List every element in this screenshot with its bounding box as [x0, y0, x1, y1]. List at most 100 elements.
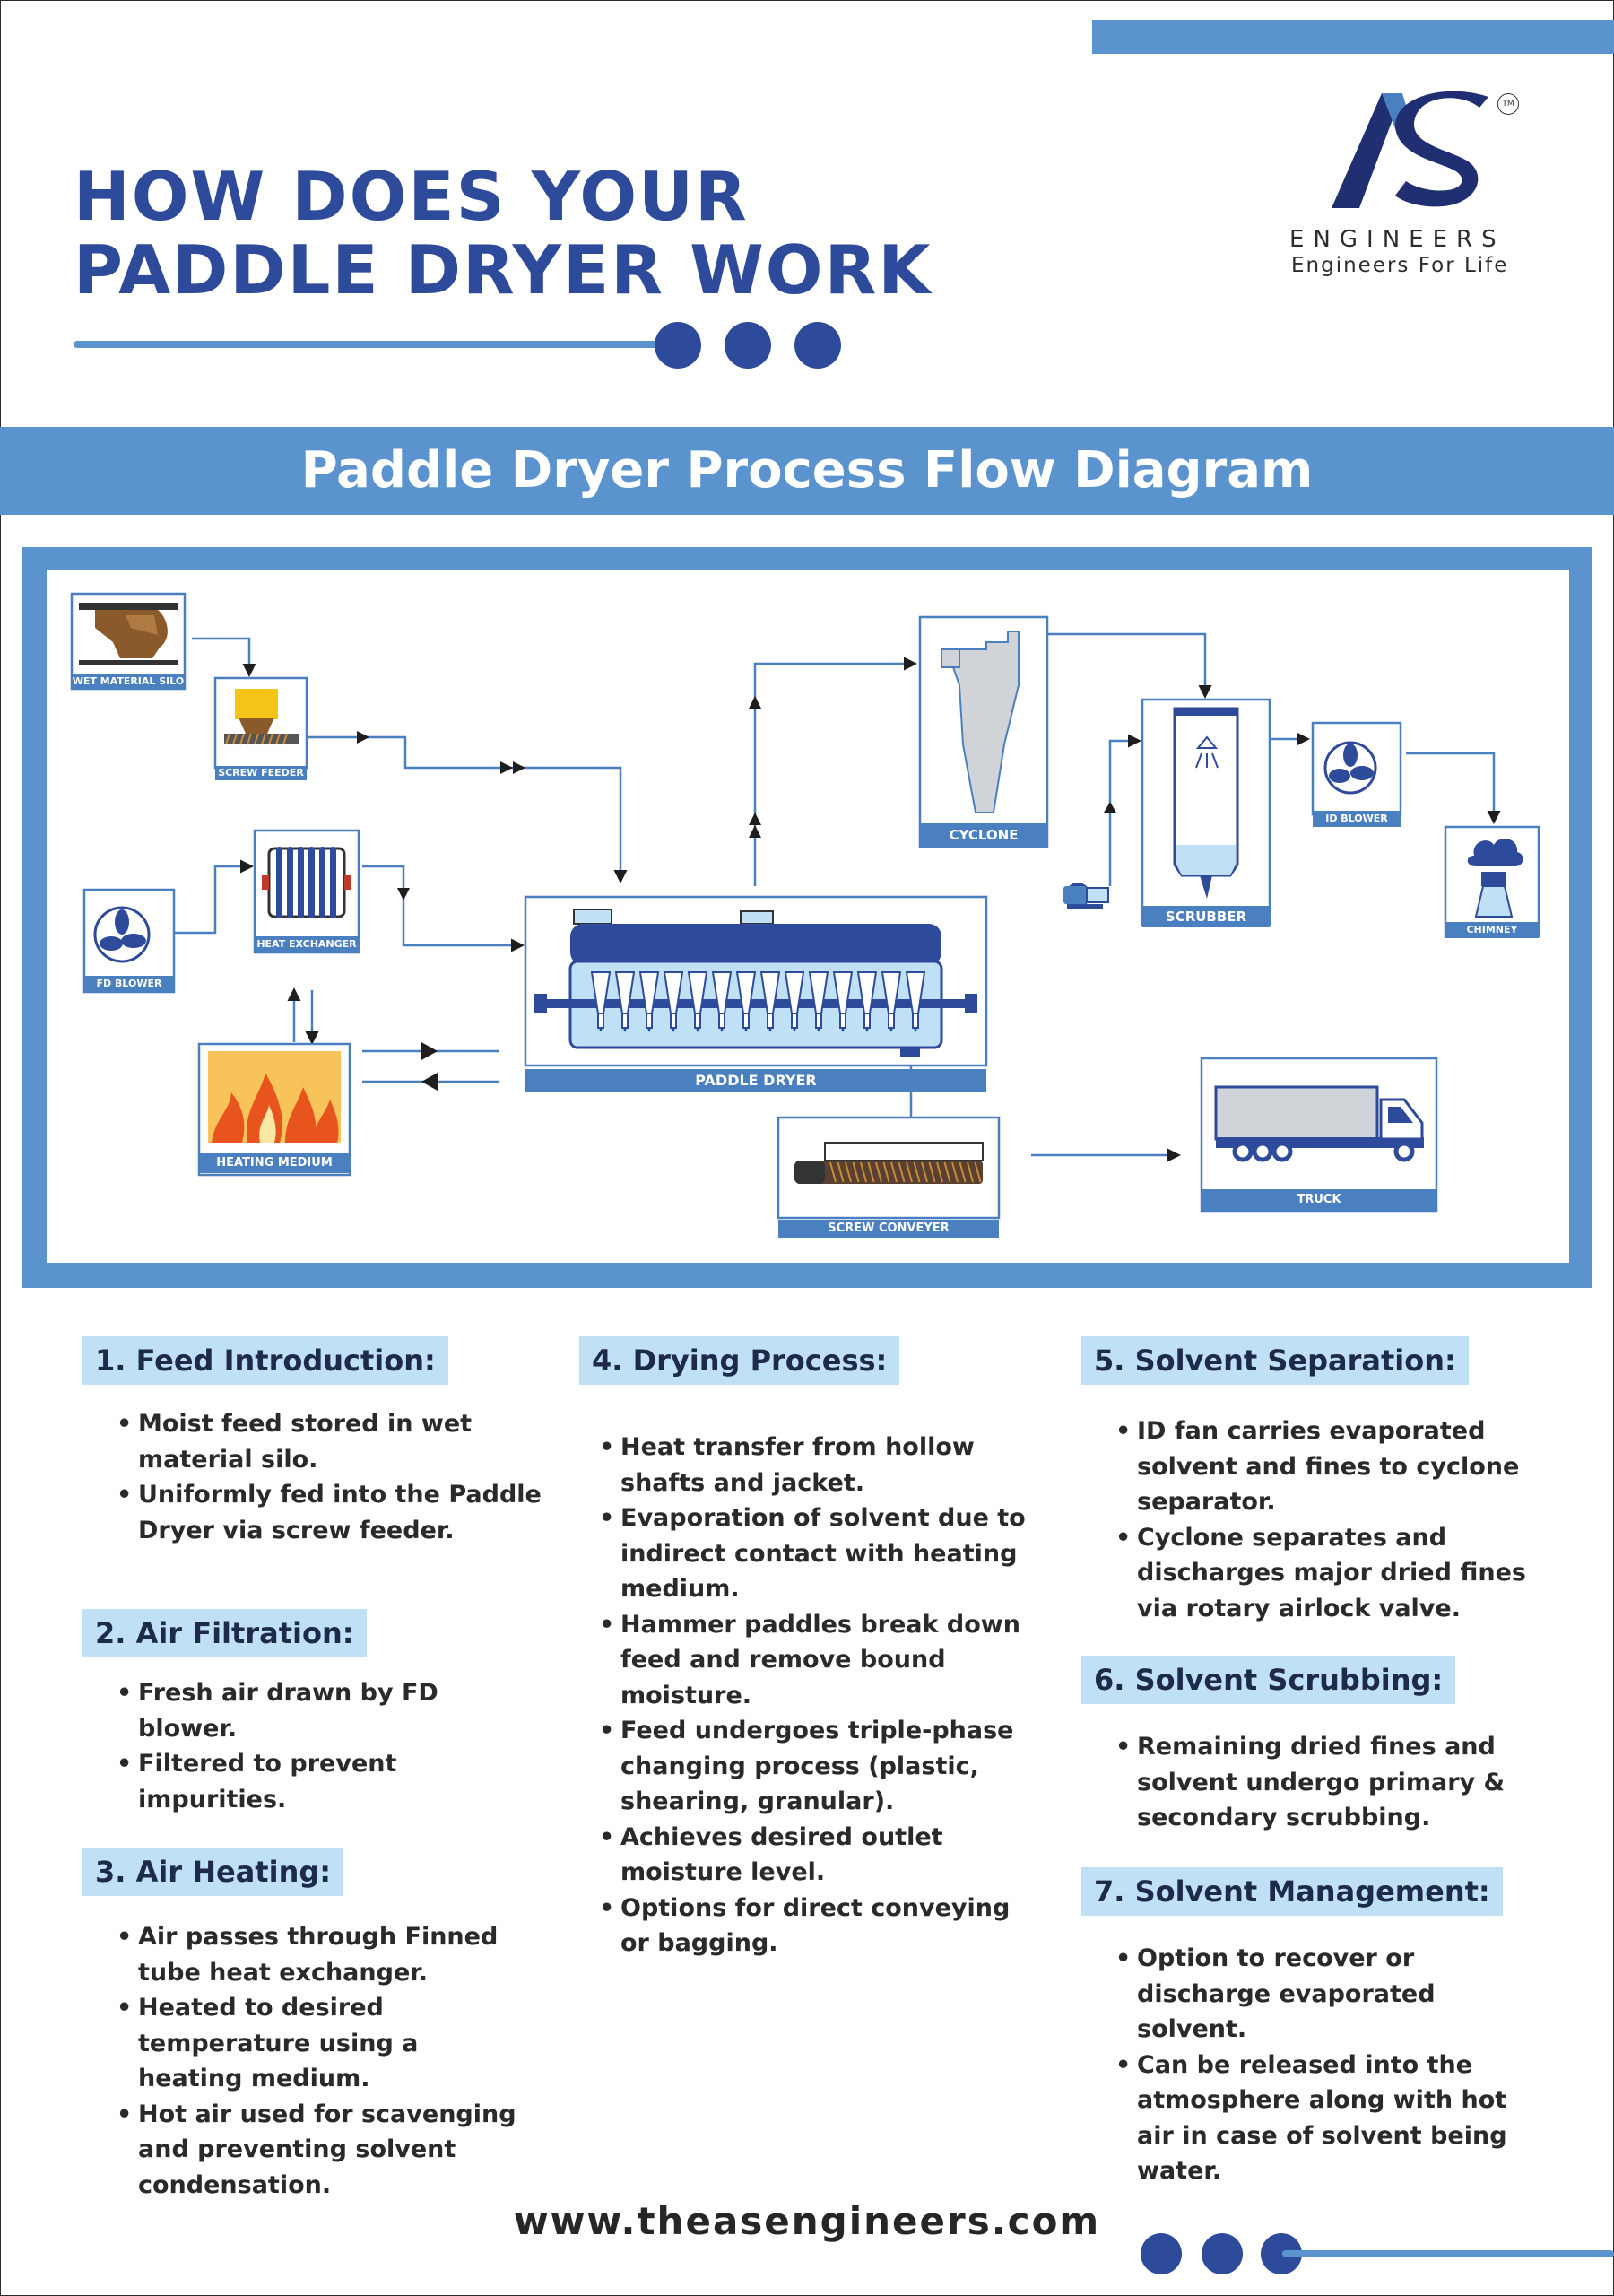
- pump-body: [1063, 886, 1087, 904]
- label-scrubber: SCRUBBER: [1142, 906, 1270, 927]
- dryer-paddle: [905, 971, 926, 1032]
- fd-blower: [82, 888, 176, 994]
- conveyer-thread: [943, 1161, 951, 1183]
- website-url[interactable]: www.theasengineers.com: [513, 2199, 1101, 2243]
- double-arrowhead: [749, 813, 761, 838]
- step-solvent-separation: 5. Solvent Separation: ID fan carries ev…: [1081, 1336, 1584, 1626]
- truck-trailer: [1214, 1085, 1379, 1141]
- screw-conveyer: [777, 1116, 1001, 1220]
- step-title: 3. Air Heating:: [82, 1848, 344, 1896]
- label-heating-medium: HEATING MEDIUM: [199, 1153, 350, 1173]
- step-drying-process: 4. Drying Process: Heat transfer from ho…: [579, 1336, 1046, 1961]
- step-feed-introduction: 1. Feed Introduction: Moist feed stored …: [82, 1336, 549, 1548]
- step-bullet: Fresh air drawn by FD blower.: [115, 1675, 443, 1746]
- dryer-paddle-stem: [839, 1013, 846, 1029]
- dryer-paddle-stem: [597, 1013, 604, 1029]
- dryer-discharge: [900, 1048, 920, 1057]
- step-bullet: Filtered to prevent impurities.: [115, 1746, 443, 1817]
- step-bullet: Evaporation of solvent due to indirect c…: [597, 1500, 1028, 1607]
- step-title: 6. Solvent Scrubbing:: [1081, 1656, 1456, 1704]
- title-underline: [74, 341, 665, 348]
- scrubber-liquid: [1176, 845, 1236, 875]
- scrubber-top-band: [1175, 709, 1237, 716]
- dryer-paddle: [638, 971, 660, 1032]
- step-bullet: Heated to desired temperature using a he…: [115, 1990, 527, 2097]
- dryer-paddle-stem: [815, 1013, 822, 1029]
- pump-base: [1067, 904, 1103, 909]
- step-solvent-management: 7. Solvent Management: Option to recover…: [1081, 1867, 1584, 2189]
- trademark-symbol: TM: [1497, 93, 1519, 115]
- dryer-paddle-stem: [791, 1013, 798, 1029]
- step-title: 7. Solvent Management:: [1081, 1867, 1503, 1916]
- truck-wheels: [1232, 1141, 1415, 1162]
- arrowhead: [1104, 802, 1116, 813]
- flame-core: [259, 1105, 276, 1143]
- conveyer-thread: [967, 1161, 974, 1183]
- dryer-paddle: [832, 971, 854, 1032]
- dryer-shaft-end-right: [965, 994, 977, 1013]
- conveyer-thread: [974, 1161, 982, 1183]
- dryer-paddle: [881, 971, 902, 1032]
- step-bullets: Remaining dried fines and solvent underg…: [1114, 1729, 1508, 1836]
- conveyer-thread: [936, 1161, 943, 1183]
- dryer-shaft: [543, 999, 968, 1008]
- conveyer-thread: [951, 1161, 959, 1183]
- dryer-paddles: [590, 971, 926, 1032]
- cyclone-inlet: [941, 648, 960, 668]
- conveyer-thread: [882, 1161, 890, 1183]
- conveyer-thread: [913, 1161, 921, 1183]
- decorative-dot: [1141, 2233, 1182, 2274]
- conveyer-thread: [845, 1161, 852, 1183]
- conveyer-motor: [794, 1161, 825, 1184]
- as-engineers-logo: [1332, 91, 1488, 208]
- exchanger-outlet: [344, 875, 351, 890]
- label-fd-blower: FD BLOWER: [84, 976, 174, 992]
- section-band: [0, 427, 1614, 515]
- paddle-dryer: [524, 895, 988, 1067]
- step-air-heating: 3. Air Heating: Air passes through Finne…: [82, 1848, 549, 2203]
- dryer-paddle: [784, 971, 805, 1032]
- step-bullet: Air passes through Finned tube heat exch…: [115, 1919, 527, 1990]
- step-bullet: Hot air used for scavenging and preventi…: [115, 2097, 527, 2204]
- logo-brand-text: ENGINEERS: [1289, 226, 1506, 253]
- page-title: HOW DOES YOUR PADDLE DRYER WORK: [74, 160, 932, 307]
- scrubber-spray-nozzle: [1195, 735, 1219, 749]
- step-bullet: Moist feed stored in wet material silo.: [115, 1406, 549, 1477]
- cyclone-to-scrubber-line: [1047, 632, 1212, 699]
- conveyer-thread: [837, 1161, 845, 1183]
- dryer-paddle: [663, 971, 684, 1032]
- scrubber-spray: [1195, 752, 1219, 769]
- dryer-paddle: [711, 971, 733, 1032]
- dryer-paddle: [759, 971, 781, 1032]
- screw-feeder: [213, 676, 308, 770]
- cyclone: [918, 615, 1049, 848]
- step-solvent-scrubbing: 6. Solvent Scrubbing: Remaining dried fi…: [1081, 1656, 1584, 1836]
- arrowhead: [749, 696, 761, 709]
- conveyer-thread: [890, 1161, 898, 1183]
- label-paddle-dryer: PADDLE DRYER: [525, 1069, 986, 1092]
- step-bullet: Hammer paddles break down feed and remov…: [597, 1607, 1028, 1714]
- label-heat-exchanger: HEAT EXCHANGER: [255, 936, 359, 952]
- step-title: 5. Solvent Separation:: [1081, 1336, 1469, 1385]
- logo-tagline: Engineers For Life: [1291, 254, 1509, 277]
- label-screw-feeder: SCREW FEEDER: [215, 766, 307, 780]
- step-bullet: ID fan carries evaporated solvent and fi…: [1114, 1413, 1544, 1520]
- dryer-paddle-stem: [863, 1013, 871, 1029]
- page-title-line-1: HOW DOES YOUR: [74, 157, 749, 236]
- dryer-paddle: [687, 971, 708, 1032]
- silo-material-highlight: [126, 615, 158, 635]
- step-bullet: Cyclone separates and discharges major d…: [1114, 1520, 1544, 1627]
- step-bullets: Moist feed stored in wet material silo. …: [115, 1406, 549, 1548]
- label-cyclone: CYCLONE: [920, 823, 1047, 847]
- double-arrowhead: [500, 761, 525, 774]
- feeder-hopper: [235, 689, 278, 719]
- dryer-inlet-nozzle: [573, 909, 612, 925]
- feeder-material: [239, 718, 274, 734]
- step-title: 2. Air Filtration:: [82, 1609, 367, 1657]
- arrowhead: [421, 1042, 438, 1060]
- decorative-dot: [655, 322, 701, 369]
- silo-to-feeder-line: [192, 637, 256, 677]
- dryer-paddle-stem: [670, 1013, 677, 1029]
- step-bullet: Remaining dried fines and solvent underg…: [1114, 1729, 1508, 1836]
- dryer-paddle: [590, 971, 612, 1032]
